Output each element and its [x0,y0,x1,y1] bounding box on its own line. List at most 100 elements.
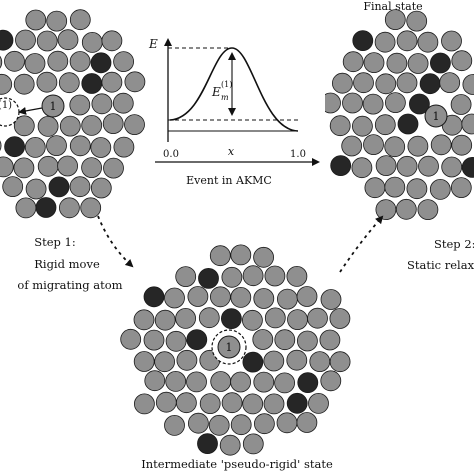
light-atom [263,393,285,415]
light-atom [24,136,46,158]
light-atom [144,370,166,392]
barrier-subscript: m [221,93,229,102]
light-atom [308,392,329,414]
dark-atom [297,372,319,394]
light-atom [164,287,185,309]
light-atom [221,266,243,288]
step2-dashed-arrow-icon [339,215,384,273]
light-atom [112,92,134,114]
dark-atom [186,329,208,351]
light-atom [407,53,429,74]
dark-atom [90,52,112,74]
light-atom [209,286,231,308]
light-atom [353,72,374,94]
migration-arrow-icon [18,106,43,115]
light-atom [242,393,264,415]
barrier-label: E [211,85,221,99]
light-atom [417,31,439,53]
light-atom [47,50,69,72]
inset-x-tick-start: 0.0 [163,149,179,160]
light-atom [461,113,474,135]
light-atom [186,371,207,393]
light-atom [25,9,47,31]
light-atom [331,72,353,94]
initial-state-lattice [0,9,146,219]
light-atom [374,114,396,136]
light-atom [307,307,328,329]
dark-atom [461,157,474,178]
light-atom [36,71,58,93]
dark-atom [397,113,419,135]
light-atom [406,178,428,200]
step1-title: Step 1: [34,235,76,249]
light-atom [59,115,81,137]
light-atom [0,55,3,69]
light-atom [124,71,146,93]
light-atom [386,52,408,74]
light-atom [286,349,308,371]
light-atom [363,134,384,156]
light-atom [113,51,134,72]
light-atom [133,351,155,372]
light-atom [396,155,418,177]
inset-x-tick-end: 1.0 [290,149,306,160]
light-atom [90,177,112,199]
light-atom [342,51,364,73]
dark-atom [0,29,14,51]
light-atom [81,32,103,53]
dark-atom [419,73,441,95]
light-atom [164,414,185,436]
light-atom [384,92,406,113]
light-atom [462,74,474,95]
light-atom [396,30,418,52]
light-atom [81,115,103,136]
dark-atom [48,176,70,198]
light-atom [175,392,197,414]
light-atom [242,265,264,287]
light-atom [362,93,384,115]
dark-atom [35,197,57,218]
light-atom [451,134,473,156]
light-atom [69,51,91,72]
light-atom [406,10,428,32]
light-atom [154,309,176,331]
light-atom [230,371,252,393]
light-atom [252,329,274,350]
light-atom [274,372,296,394]
energy-inset: E E m (1) 0.0 x 1.0 Event in AKMC [148,10,325,187]
light-atom [0,156,14,178]
light-atom [219,434,241,456]
light-atom [15,29,36,51]
light-atom [375,155,397,177]
light-atom [13,73,35,95]
light-atom [175,266,197,288]
light-atom [418,155,439,177]
final-migrating-atom: 1 [424,104,448,128]
light-atom [124,114,145,135]
light-atom [46,135,67,157]
light-atom [187,412,209,434]
light-atom [384,9,406,31]
light-atom [417,199,439,221]
light-atom [133,309,155,331]
light-atom [25,178,47,200]
final-state-lattice [320,9,474,221]
light-atom [320,370,342,392]
light-atom [384,136,406,158]
step1-dashed-arrow-icon [97,215,134,268]
light-atom [230,286,252,308]
initial-atom-tag: 1 [50,100,57,113]
light-atom [24,53,46,74]
intermediate-migrating-atom: 1 [211,329,247,365]
light-atom [37,116,59,137]
light-atom [329,308,351,329]
intermediate-atom-tag: 1 [226,341,233,354]
initial-migrating-atom: 1 [18,94,65,118]
light-atom [396,72,418,94]
light-atom [264,307,286,329]
final-state-title: Final state [363,0,422,13]
light-atom [133,393,155,415]
light-atom [175,307,197,329]
light-atom [253,246,275,268]
light-atom [319,329,341,351]
